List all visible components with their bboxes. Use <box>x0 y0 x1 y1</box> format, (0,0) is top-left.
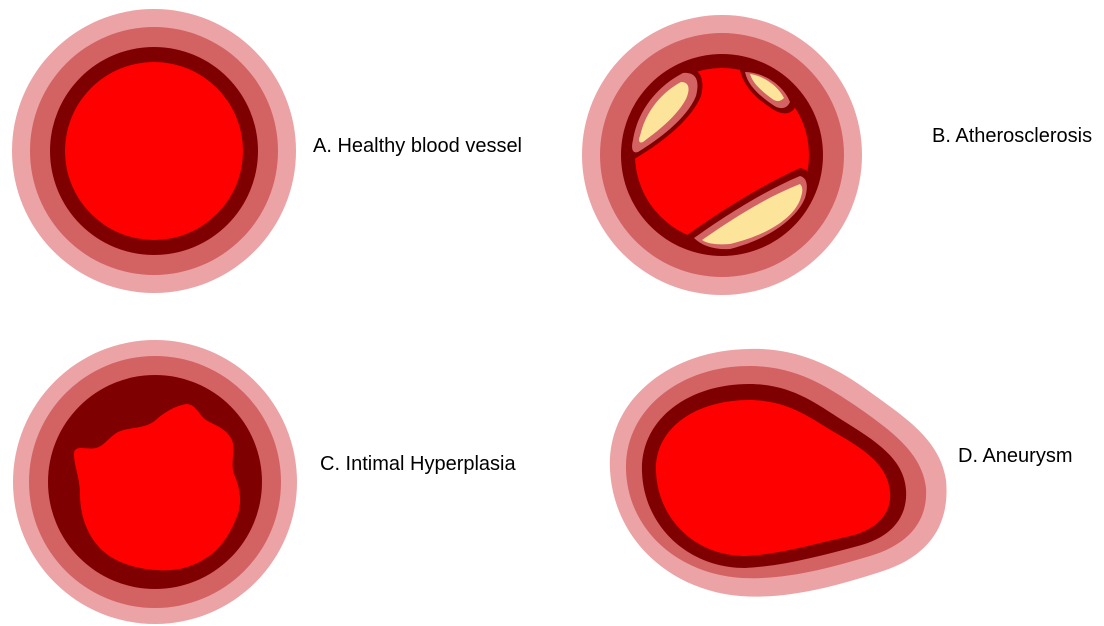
panel-atherosclerosis: B. Atherosclerosis <box>582 15 1092 295</box>
label-intimal-hyperplasia: C. Intimal Hyperplasia <box>320 453 517 475</box>
panel-healthy-vessel: A. Healthy blood vessel <box>12 9 522 293</box>
label-atherosclerosis: B. Atherosclerosis <box>932 125 1092 147</box>
panel-aneurysm: D. Aneurysm <box>610 349 1073 597</box>
lumen <box>65 62 243 240</box>
label-aneurysm: D. Aneurysm <box>958 445 1072 467</box>
panel-intimal-hyperplasia: C. Intimal Hyperplasia <box>13 340 517 624</box>
label-healthy-vessel: A. Healthy blood vessel <box>313 135 522 157</box>
